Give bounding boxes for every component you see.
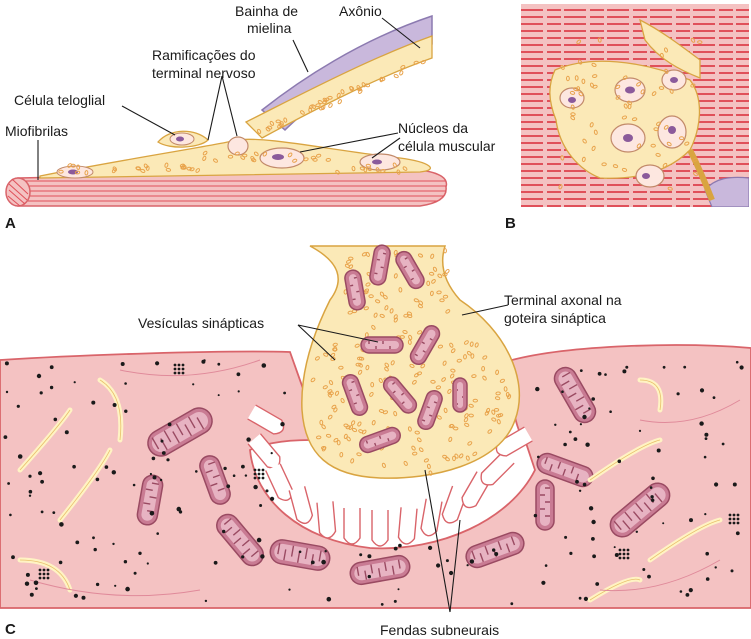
collagen-fibers bbox=[17, 359, 741, 603]
panel-label-c: C bbox=[5, 621, 16, 638]
muscle-sarcoplasm bbox=[0, 344, 751, 609]
label-terminal-1: Terminal axonal na bbox=[504, 292, 622, 308]
label-nucleos-1: Núcleos da bbox=[398, 120, 468, 136]
label-bainha-mielina-1: Bainha de bbox=[235, 3, 298, 19]
panel-b-illustration bbox=[521, 4, 749, 207]
label-axonio: Axônio bbox=[339, 3, 382, 19]
panel-b-axon bbox=[704, 176, 749, 207]
label-celula-teloglial: Célula teloglial bbox=[14, 92, 105, 108]
label-terminal-2: goteira sináptica bbox=[504, 310, 606, 326]
panel-label-b: B bbox=[505, 215, 516, 232]
muscle-fiber bbox=[17, 169, 448, 207]
panel-b-nerve-branch bbox=[639, 18, 701, 79]
vesicles-panel-a bbox=[58, 59, 426, 176]
vesicles-panel-b bbox=[558, 37, 703, 191]
nerve-terminal-layer bbox=[39, 138, 432, 179]
mitochondria bbox=[136, 244, 671, 586]
label-bainha-mielina-2: mielina bbox=[247, 20, 292, 36]
leader-lines bbox=[37, 17, 509, 613]
label-fendas: Fendas subneurais bbox=[380, 622, 499, 638]
glycogen-dots bbox=[3, 359, 744, 606]
label-miofibrilas: Miofibrilas bbox=[5, 123, 68, 139]
panel-label-a: A bbox=[5, 215, 16, 232]
axon bbox=[244, 35, 433, 139]
label-ramificacoes-2: terminal nervoso bbox=[152, 65, 256, 81]
panel-a-illustration bbox=[5, 14, 448, 207]
label-vesiculas: Vesículas sinápticas bbox=[138, 315, 264, 331]
label-ramificacoes-1: Ramificações do bbox=[152, 47, 256, 63]
myofibril-stripes bbox=[18, 180, 447, 202]
label-nucleos-2: célula muscular bbox=[398, 138, 496, 154]
panel-b-nerve-branch bbox=[549, 60, 701, 179]
subneural-clefts bbox=[247, 404, 533, 547]
panel-c-illustration bbox=[0, 244, 751, 609]
